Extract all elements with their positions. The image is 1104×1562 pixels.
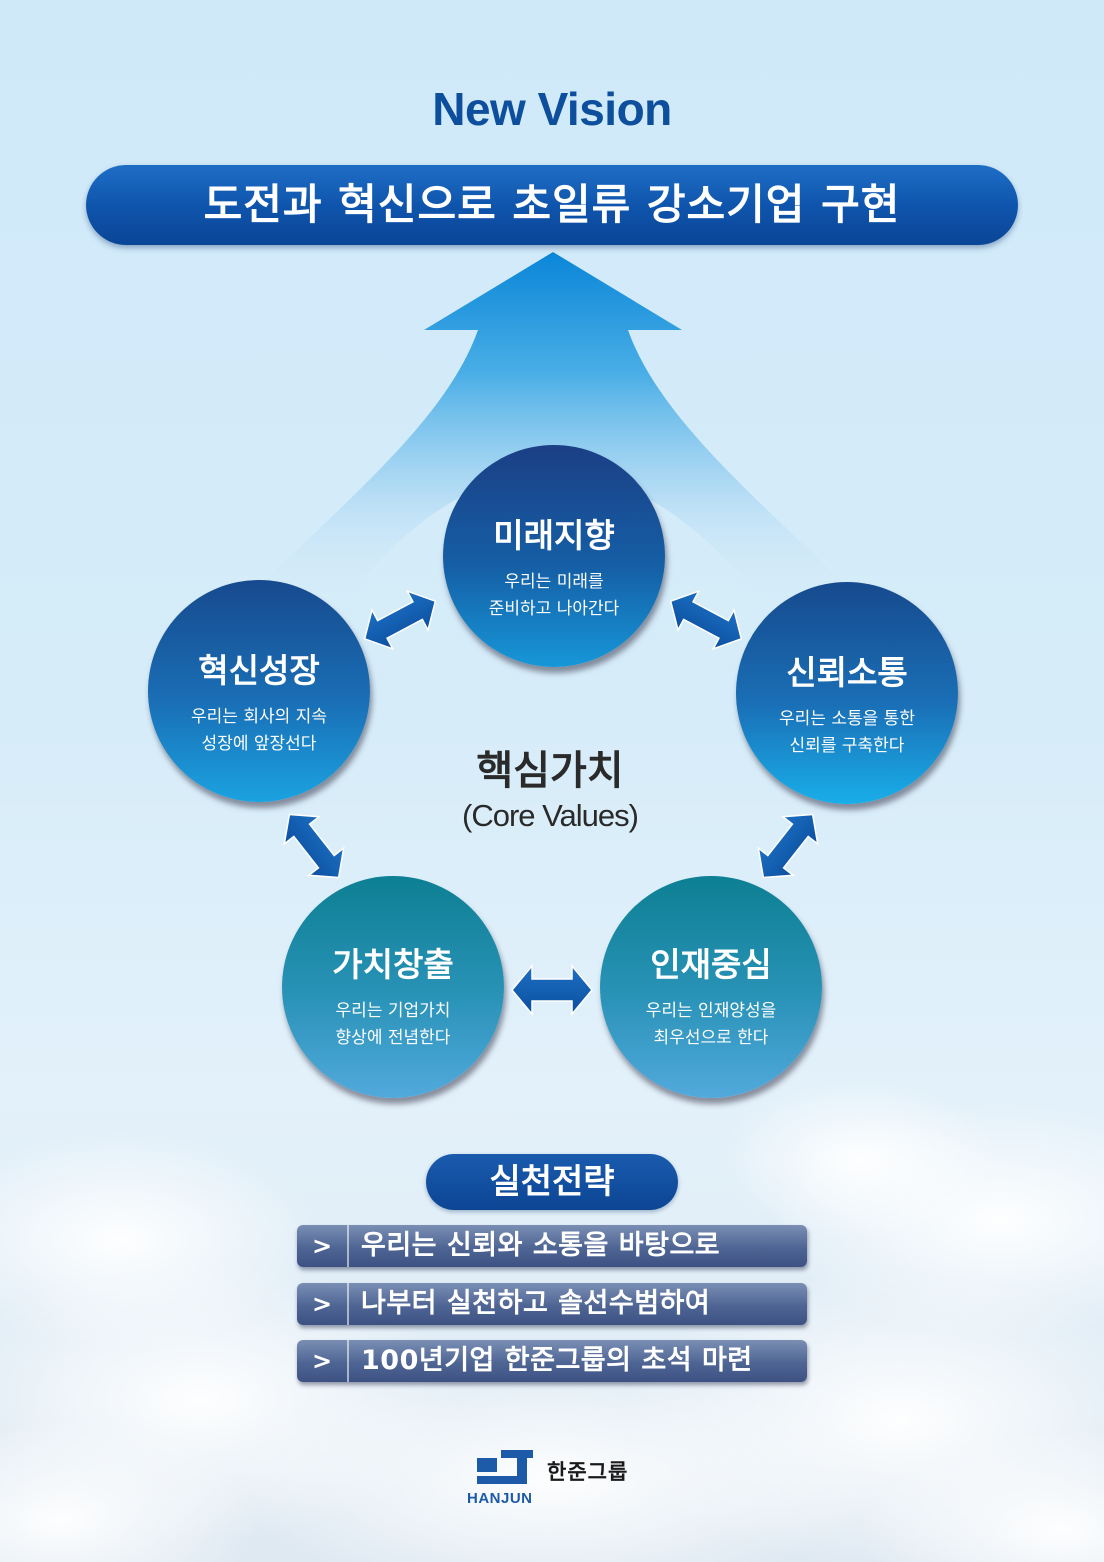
logo-korean-name: 한준그룹: [547, 1460, 629, 1484]
double-arrow-icon: [669, 589, 743, 651]
strategy-item: > 100년기업 한준그룹의 초석 마련: [297, 1340, 807, 1382]
strategy-title: 실천전략: [426, 1154, 678, 1210]
double-arrow-icon: [283, 813, 345, 879]
core-values-title-ko: 핵심가치: [476, 748, 624, 794]
vision-title: New Vision: [432, 83, 672, 135]
core-value-title: 미래지향: [493, 516, 615, 555]
core-value-desc: 신뢰를 구축한다: [789, 736, 905, 756]
core-value-desc: 우리는 소통을 통한: [779, 709, 915, 729]
core-value-value-creation: 가치창출 우리는 기업가치 향상에 전념한다: [282, 876, 504, 1098]
core-value-desc: 우리는 회사의 지속: [191, 707, 327, 727]
core-value-trust: 신뢰소통 우리는 소통을 통한 신뢰를 구축한다: [736, 582, 958, 804]
core-value-innovation: 혁신성장 우리는 회사의 지속 성장에 앞장선다: [148, 580, 370, 802]
core-value-desc: 우리는 미래를: [504, 572, 604, 592]
strategy-item-text: 100년기업 한준그룹의 초석 마련: [361, 1345, 753, 1376]
chevron-right-icon: >: [297, 1340, 349, 1382]
hanjun-logo: 한준그룹 HANJUN: [467, 1446, 667, 1516]
core-value-title: 가치창출: [332, 945, 454, 984]
hanjun-logo-mark-icon: [477, 1450, 533, 1484]
double-arrow-icon: [757, 813, 819, 879]
core-values-title-en: (Core Values): [462, 798, 639, 833]
core-value-desc: 우리는 인재양성을: [645, 1001, 777, 1021]
core-value-desc: 우리는 기업가치: [335, 1001, 451, 1021]
double-arrow-icon: [363, 589, 437, 651]
strategy-item: > 나부터 실천하고 솔선수범하여: [297, 1283, 807, 1325]
vision-banner: 도전과 혁신으로 초일류 강소기업 구현: [86, 165, 1018, 245]
core-values-label: 핵심가치 (Core Values): [430, 738, 670, 834]
double-arrow-icon: [511, 963, 593, 1017]
core-value-future: 미래지향 우리는 미래를 준비하고 나아간다: [443, 445, 665, 667]
core-value-desc: 성장에 앞장선다: [201, 734, 317, 754]
core-value-desc: 향상에 전념한다: [335, 1028, 451, 1048]
core-value-desc: 준비하고 나아간다: [488, 599, 620, 619]
strategy-item: > 우리는 신뢰와 소통을 바탕으로: [297, 1225, 807, 1267]
core-value-title: 인재중심: [650, 945, 772, 984]
logo-english-name: HANJUN: [467, 1490, 533, 1507]
chevron-right-icon: >: [297, 1225, 349, 1267]
core-value-people: 인재중심 우리는 인재양성을 최우선으로 한다: [600, 876, 822, 1098]
chevron-right-icon: >: [297, 1283, 349, 1325]
strategy-item-text: 나부터 실천하고 솔선수범하여: [361, 1288, 711, 1319]
core-value-desc: 최우선으로 한다: [653, 1028, 769, 1048]
arrow-shape: [256, 252, 850, 600]
core-value-title: 신뢰소통: [786, 653, 908, 692]
strategy-item-text: 우리는 신뢰와 소통을 바탕으로: [361, 1230, 721, 1261]
core-value-title: 혁신성장: [198, 651, 320, 690]
